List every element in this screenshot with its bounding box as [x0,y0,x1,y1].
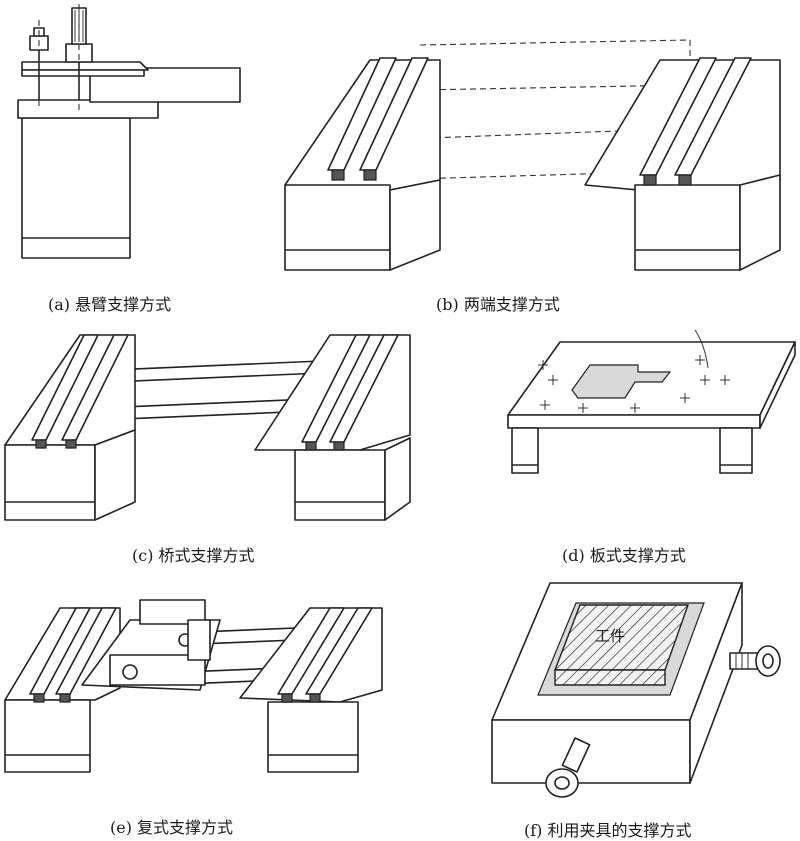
figure-e: (e) 复式支撑方式 [0,590,420,840]
compound-support-drawing [4,599,383,773]
caption-c: (c) 桥式支撑方式 [132,546,255,565]
caption-e: (e) 复式支撑方式 [110,818,234,837]
two-end-support-drawing [284,39,781,271]
figure-c: (c) 桥式支撑方式 [0,330,420,570]
cantilever-support-drawing [17,4,241,259]
caption-b: (b) 两端支撑方式 [436,295,560,314]
bridge-support-drawing [4,334,411,521]
workpiece-label: 工件 [595,627,626,645]
figure-f: 工件 (f) 利用夹具的支撑方式 [480,575,800,840]
caption-f: (f) 利用夹具的支撑方式 [524,821,692,840]
fixture-support-drawing [491,582,781,798]
figure-d: (d) 板式支撑方式 [490,320,800,570]
caption-a: (a) 悬臂支撑方式 [48,295,172,314]
figure-a: (a) 悬臂支撑方式 [0,0,260,314]
caption-d: (d) 板式支撑方式 [562,546,686,565]
figure-b: (b) 两端支撑方式 [270,0,800,314]
plate-support-drawing [507,329,796,474]
